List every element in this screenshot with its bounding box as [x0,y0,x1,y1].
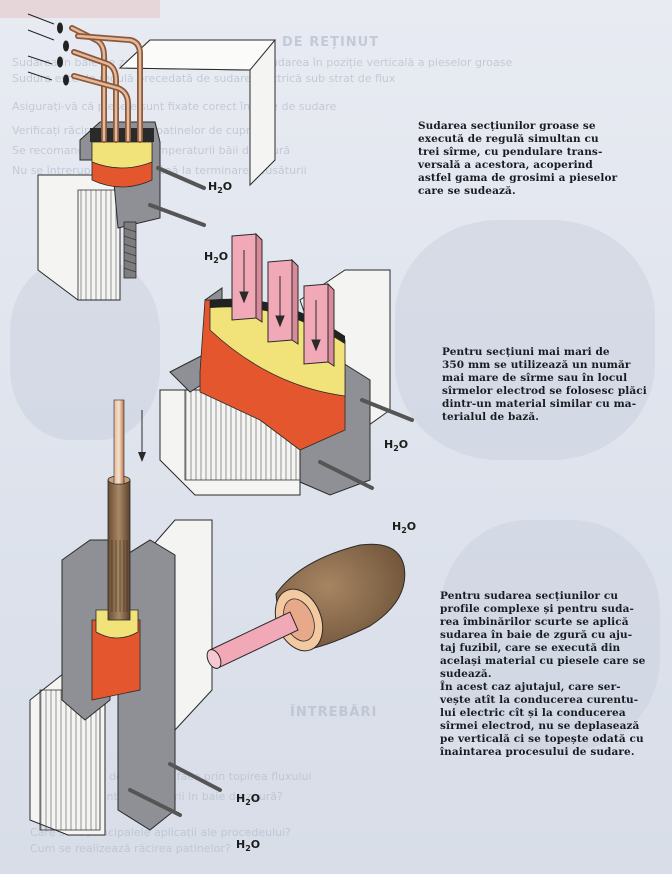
text-line: astfel gama de grosimi a pieselor [418,172,618,184]
text-line: execută de regulă simultan cu [418,133,599,145]
water-label: H2O [236,838,261,854]
water-label: H2O [204,250,229,266]
description-fusible-nozzle: Pentru sudarea secțiunilor cu profile co… [440,590,660,759]
text-line: sudarea în baie de zgură cu aju- [440,629,633,641]
text-line: vește atît la conducerea curentu- [440,694,639,706]
text-line: care se sudează. [418,185,516,197]
description-three-wire: Sudarea secțiunilor groase se execută de… [418,120,656,198]
text-line: lui electric cît și la conducerea [440,707,626,719]
figure-plate-electrodes [159,232,414,496]
water-label: H2O [208,180,233,196]
text-line: Sudarea secțiunilor groase se [418,120,596,132]
text-line: În acest caz ajutajul, care ser- [440,681,621,693]
text-line: trei sîrme, cu pendulare trans- [418,146,603,158]
page-corner-tab [0,0,160,18]
text-line: Pentru sudarea secțiunilor cu [440,590,619,602]
text-line: dintr-un material similar cu ma- [442,398,637,410]
ghost-line: Sudura este de regulă precedată de sudar… [12,72,396,85]
water-label: H2O [384,438,409,454]
water-label: H2O [392,520,417,536]
ghost-title: ÎNTREBĂRI [290,705,378,720]
text-line: profile complexe și pentru suda- [440,603,634,615]
text-line: sîrmelor electrod se folosesc plăci [442,385,647,397]
text-line: terialul de bază. [442,411,540,423]
oscillation-arrows [27,13,69,86]
description-plate-electrodes: Pentru secțiuni mai mari de 350 mm se ut… [442,346,656,424]
text-line: taj fuzibil, care se execută din [440,642,621,654]
bleed-shape [395,220,655,460]
text-line: 350 mm se utilizează un număr [442,359,631,371]
text-line: pe verticală ci se topește odată cu [440,733,644,745]
text-line: Pentru secțiuni mai mari de [442,346,610,358]
text-line: înaintarea procesului de sudare. [440,746,635,758]
ghost-title: DE REȚINUT [282,35,380,50]
text-line: rea îmbinărilor scurte se aplică [440,616,629,628]
water-label: H2O [236,792,261,808]
figure-three-wire-welding [27,13,277,301]
text-line: mai mare de sîrme sau în locul [442,372,628,384]
text-line: sudează. [440,668,492,680]
nozzle-detail [206,543,406,669]
bleed-shape [440,520,660,750]
text-line: același material cu piesele care se [440,655,646,667]
figure-fusible-nozzle [29,399,222,836]
text-line: versală a acestora, acoperind [418,159,593,171]
text-line: sîrmei electrod, nu se deplasează [440,720,640,732]
ghost-line: Cum se realizează răcirea patinelor? [30,842,231,855]
